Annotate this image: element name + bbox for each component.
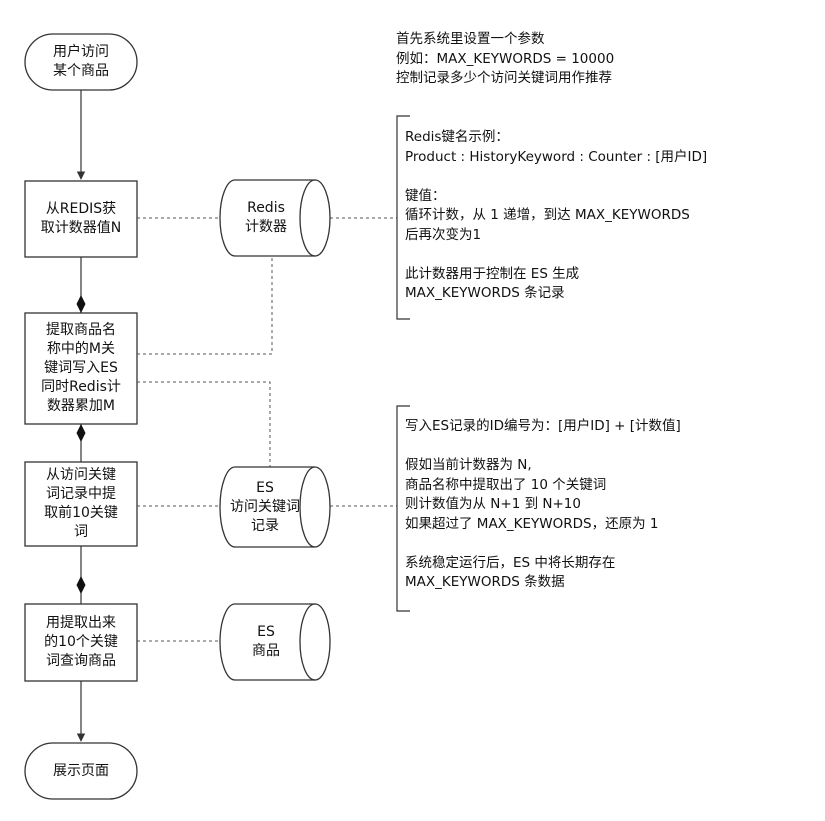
diamond-step3-to-step4 (76, 576, 86, 594)
step2-label: 提取商品名 称中的M关 键词写入ES 同时Redis计 数器累加M (41, 322, 121, 414)
es-products-label: ES 商品 (252, 624, 280, 659)
process-box-fetch-top-keywords (24, 461, 138, 547)
step1-label: 从REDIS获 取计数器值N (40, 201, 122, 236)
es-keywords-label: ES 访问关键词 记录 (230, 479, 300, 534)
diamond-step1-to-step2 (76, 295, 86, 313)
note-bracket-redis (396, 115, 410, 320)
dashed-link-step2-redis (137, 258, 273, 355)
step4-label: 用提取出来 的10个关键 词查询商品 (44, 615, 118, 669)
datastore-es-products-rim (299, 603, 316, 681)
end-terminator (24, 742, 138, 800)
note-max-keywords: 首先系统里设置一个参数 例如：MAX_KEYWORDS = 10000 控制记录… (396, 31, 615, 86)
note-es-record-id: 写入ES记录的ID编号为：[用户ID] + [计数值] 假如当前计数器为 N, … (405, 418, 681, 590)
datastore-es-keywords-rim (299, 466, 316, 548)
end-label: 展示页面 (53, 762, 109, 779)
note-bracket-es (396, 405, 410, 612)
step3-label: 从访问关键 词记录中提 取前10关键 词 (44, 467, 118, 540)
start-label: 用户访问 某个商品 (53, 44, 109, 79)
dashed-link-step2-es-keywords (137, 381, 271, 468)
datastore-redis-counter-rim (299, 179, 316, 257)
process-box-get-counter (24, 180, 138, 258)
diamond-step2-to-step3 (76, 424, 86, 442)
redis-counter-label: Redis 计数器 (245, 200, 287, 235)
note-redis-key: Redis键名示例： Product : HistoryKeyword : Co… (405, 129, 708, 301)
